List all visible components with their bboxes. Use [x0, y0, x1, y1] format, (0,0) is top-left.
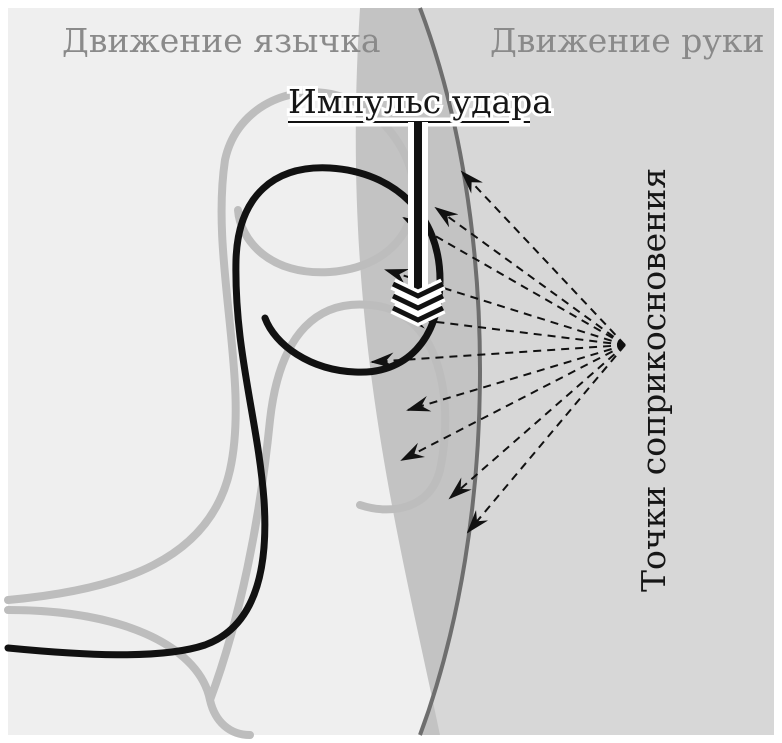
label-tongue-motion: Движение язычка	[62, 21, 381, 60]
label-contact-points: Точки соприкосновения	[634, 168, 673, 592]
label-hand-motion: Движение руки	[490, 21, 764, 60]
label-strike-impulse: Импульс удара	[288, 82, 552, 121]
